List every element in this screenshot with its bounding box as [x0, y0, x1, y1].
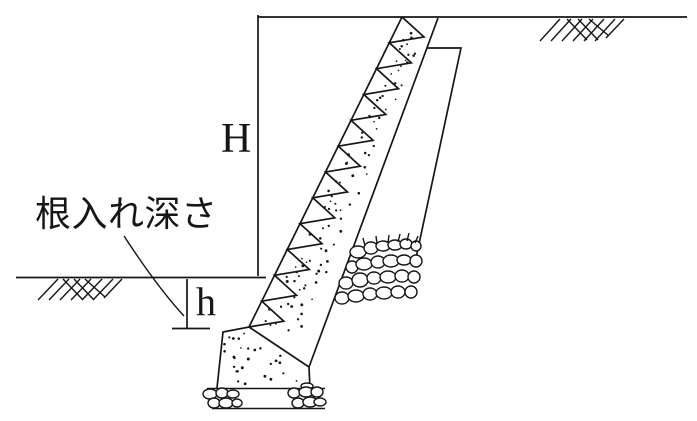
embedment-leader-line [123, 235, 185, 317]
foundation-rubble [202, 382, 327, 410]
backfill-boundary-line [415, 47, 463, 259]
embedment-depth-label: h [196, 279, 216, 324]
wall-footing-outline [216, 326, 311, 390]
wall-height-label: H [221, 116, 251, 162]
wall-face-zigzag [248, 16, 426, 328]
upper-ground-hatch-icon [539, 18, 625, 42]
gravel-top-ticks-icon [362, 232, 419, 247]
embedment-caption-label: 根入れ深さ [35, 194, 218, 234]
wall-stipple [264, 31, 417, 332]
embedment-dimension-line [172, 279, 210, 330]
gravel-backfill-stones [334, 232, 423, 305]
wall-back-edge [308, 17, 439, 368]
footing-stipple [223, 332, 298, 386]
lower-ground-hatch-icon [37, 278, 123, 301]
